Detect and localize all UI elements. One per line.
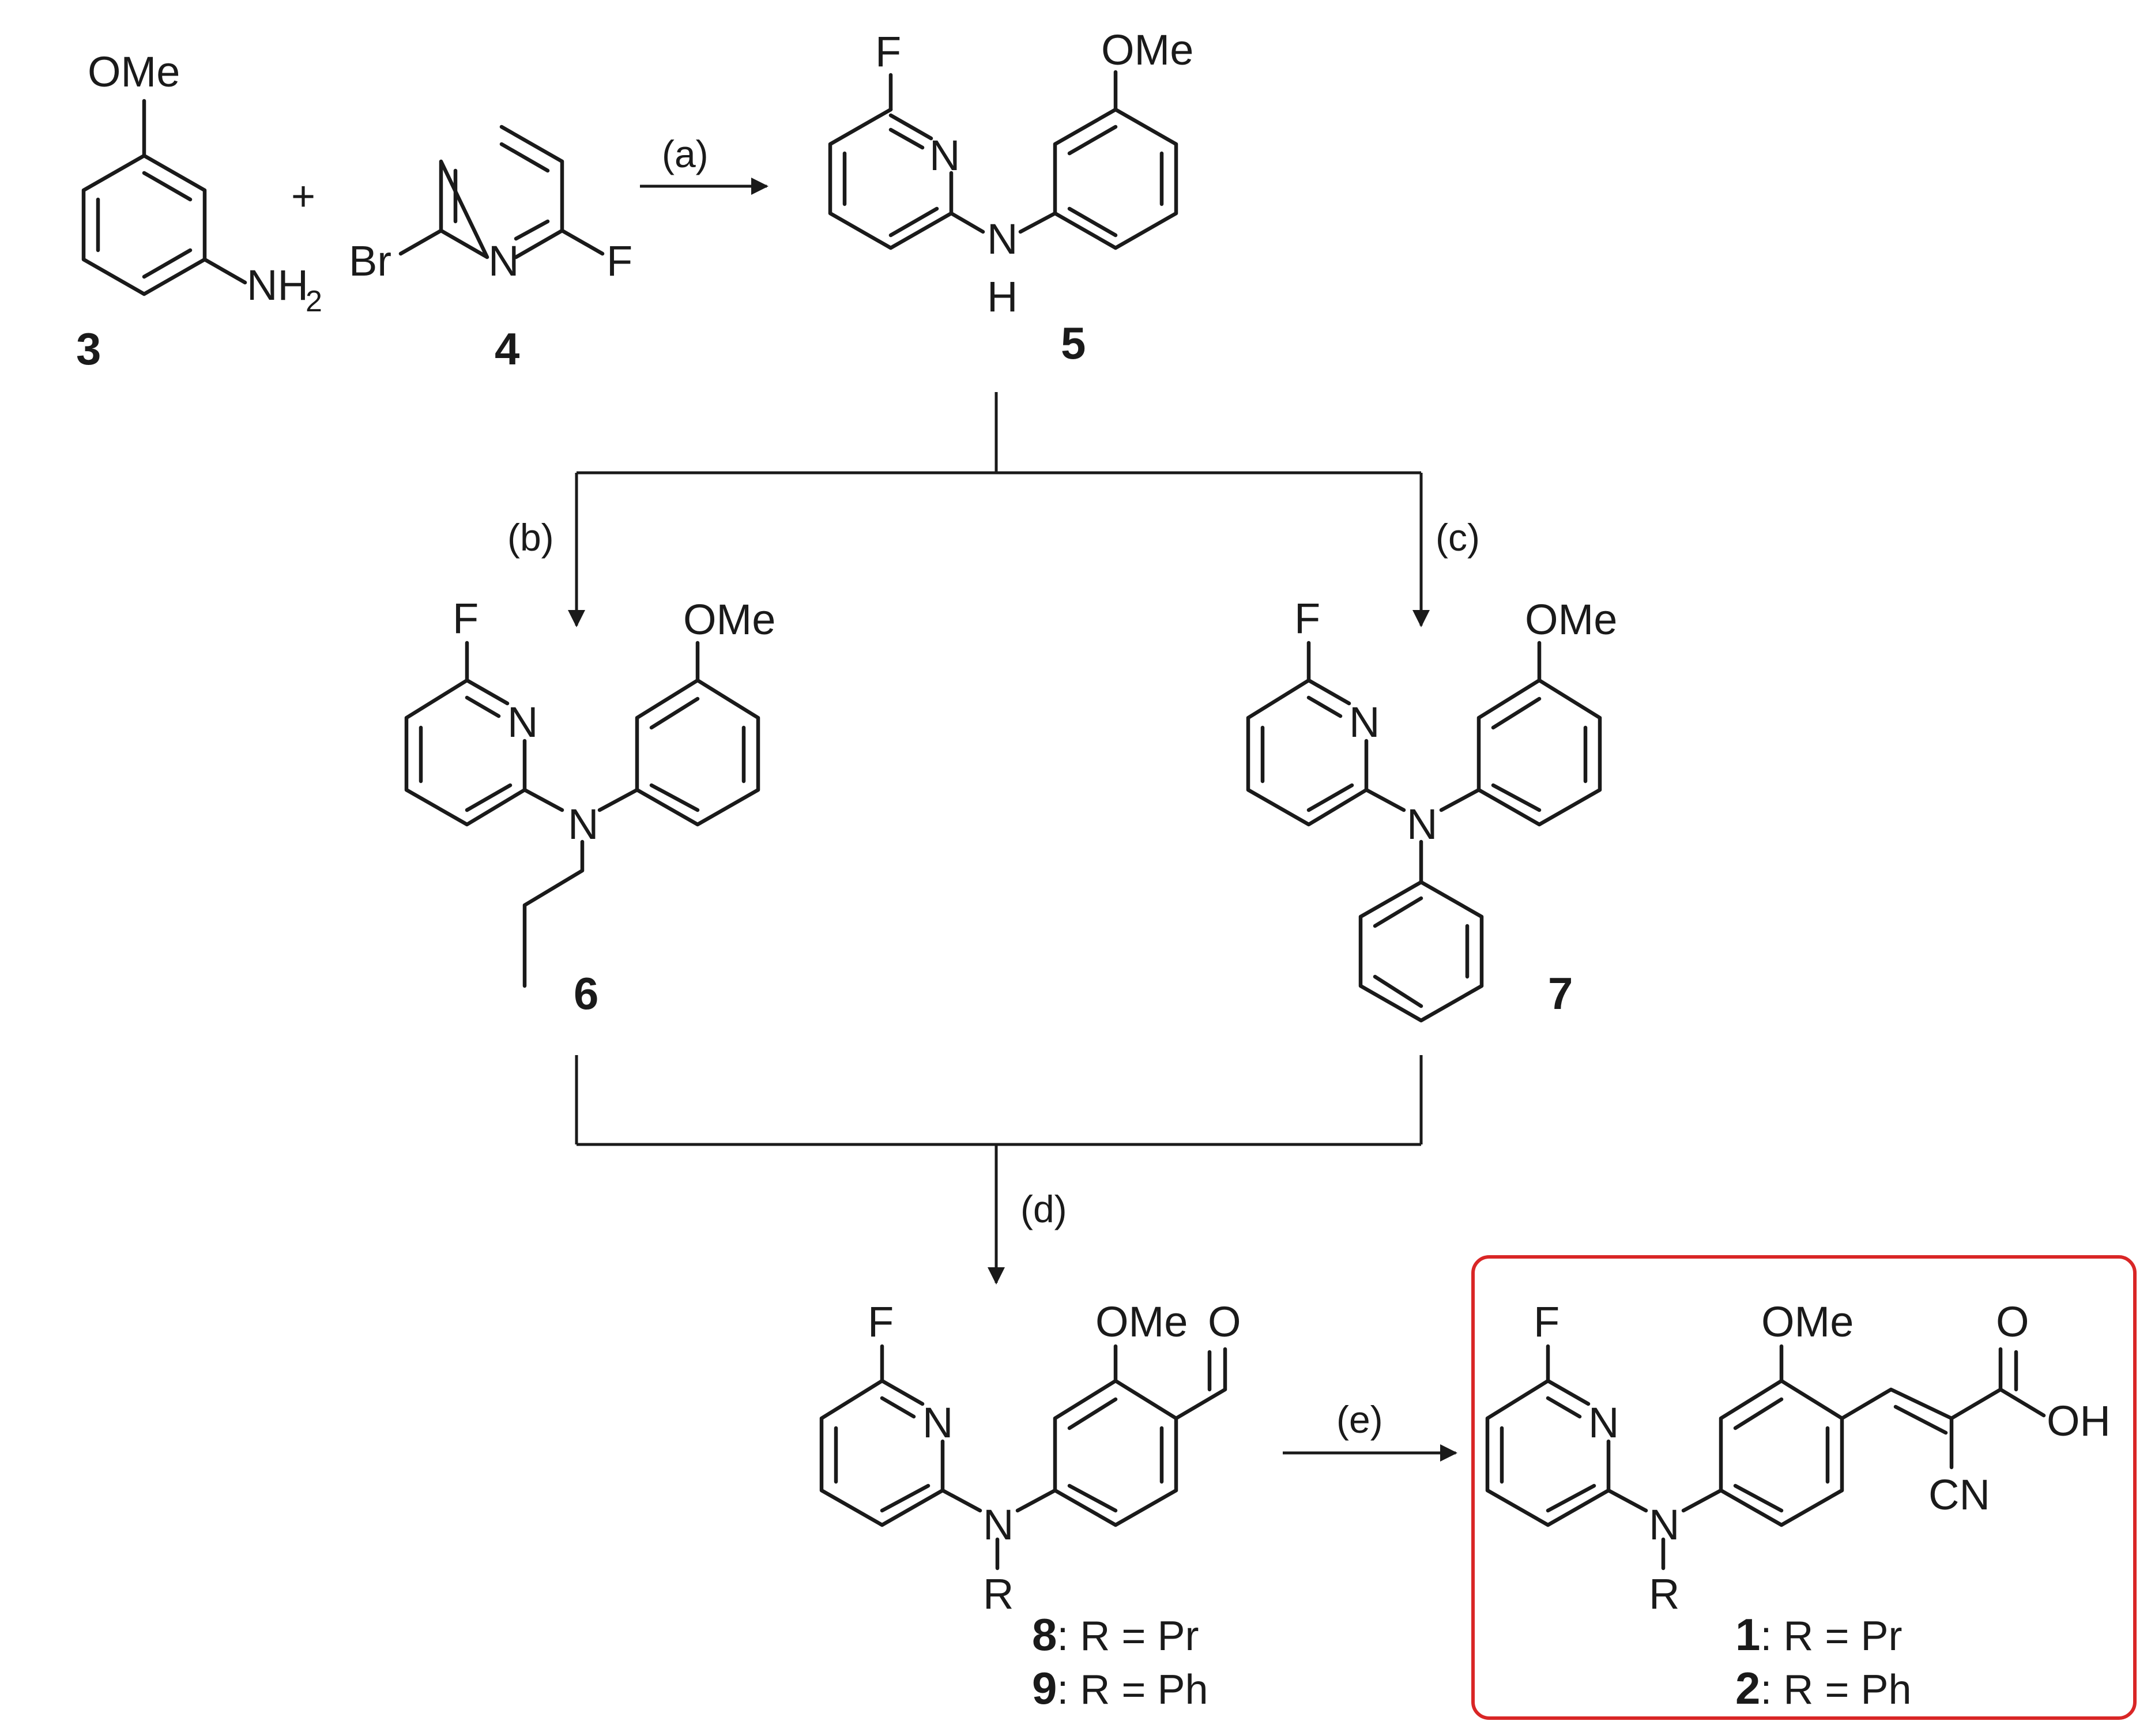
f-label: F bbox=[607, 237, 632, 285]
ome-label: OMe bbox=[88, 48, 180, 96]
pyridine-n-label: N bbox=[929, 131, 960, 179]
oh-label: OH bbox=[2047, 1397, 2111, 1445]
f-label: F bbox=[1294, 594, 1320, 642]
target-highlight-box bbox=[1471, 1255, 2137, 1720]
carbonyl-o-label: O bbox=[1996, 1298, 2029, 1346]
branch-connector-b-c bbox=[568, 392, 1430, 627]
ome-label: OMe bbox=[1525, 596, 1617, 643]
ome-label: OMe bbox=[1761, 1298, 1854, 1346]
compound-7: F N N OMe 7 bbox=[1246, 594, 1617, 1023]
nh2-subscript: 2 bbox=[306, 285, 322, 318]
ome-label: OMe bbox=[1101, 26, 1193, 74]
cn-label: CN bbox=[1928, 1471, 1990, 1519]
aldehyde-o-label: O bbox=[1208, 1298, 1241, 1346]
plus-sign: + bbox=[291, 174, 315, 220]
compound-6: F N N OMe 6 bbox=[404, 594, 775, 1019]
pyridine-n-label: N bbox=[1588, 1399, 1619, 1447]
compound-4: Br N F 4 bbox=[349, 125, 632, 374]
reagent-e: (e) bbox=[1336, 1398, 1383, 1441]
caption-2: 2: R = Ph bbox=[1735, 1663, 1912, 1714]
compound-number-4: 4 bbox=[495, 323, 519, 374]
reagent-d: (d) bbox=[1020, 1188, 1067, 1230]
compound-number-7: 7 bbox=[1548, 968, 1573, 1019]
f-label: F bbox=[453, 594, 479, 642]
reagent-a: (a) bbox=[662, 133, 709, 175]
reagent-b: (b) bbox=[507, 516, 554, 559]
pyridine-n-label: N bbox=[488, 237, 519, 285]
br-label: Br bbox=[349, 237, 391, 285]
compound-3: OMe NH 2 3 bbox=[76, 48, 322, 374]
compound-number-5: 5 bbox=[1061, 318, 1086, 368]
caption-9: 9: R = Ph bbox=[1032, 1663, 1208, 1714]
r-label: R bbox=[983, 1570, 1014, 1618]
compound-8-9: F N N R OMe O 8: R = Pr 9: R = Ph bbox=[819, 1298, 1241, 1714]
f-label: F bbox=[1534, 1298, 1559, 1346]
nh2-label: NH bbox=[247, 261, 308, 309]
amine-n-label: N bbox=[987, 215, 1018, 263]
caption-8: 8: R = Pr bbox=[1032, 1609, 1199, 1660]
r-label: R bbox=[1649, 1570, 1679, 1618]
merge-connector-d bbox=[575, 1055, 1423, 1285]
ome-label: OMe bbox=[683, 596, 775, 643]
compound-1-2: F N N R OMe O OH CN 1: R = Pr 2: R = Ph bbox=[1485, 1298, 2111, 1714]
reagent-c: (c) bbox=[1436, 516, 1480, 559]
amine-n-label: N bbox=[983, 1501, 1014, 1549]
pyridine-n-label: N bbox=[1349, 698, 1380, 746]
compound-5: F N N H OMe 5 bbox=[828, 26, 1193, 368]
caption-1: 1: R = Pr bbox=[1735, 1609, 1902, 1660]
amine-n-label: N bbox=[1649, 1501, 1679, 1549]
pyridine-n-label: N bbox=[922, 1399, 953, 1447]
f-label: F bbox=[868, 1298, 894, 1346]
amine-h-label: H bbox=[987, 273, 1018, 321]
amine-n-label: N bbox=[1407, 800, 1437, 848]
amine-n-label: N bbox=[568, 800, 598, 848]
f-label: F bbox=[875, 28, 901, 76]
pyridine-n-label: N bbox=[507, 698, 538, 746]
ome-label: OMe bbox=[1095, 1298, 1188, 1346]
compound-number-6: 6 bbox=[574, 968, 598, 1019]
compound-number-3: 3 bbox=[76, 323, 101, 374]
